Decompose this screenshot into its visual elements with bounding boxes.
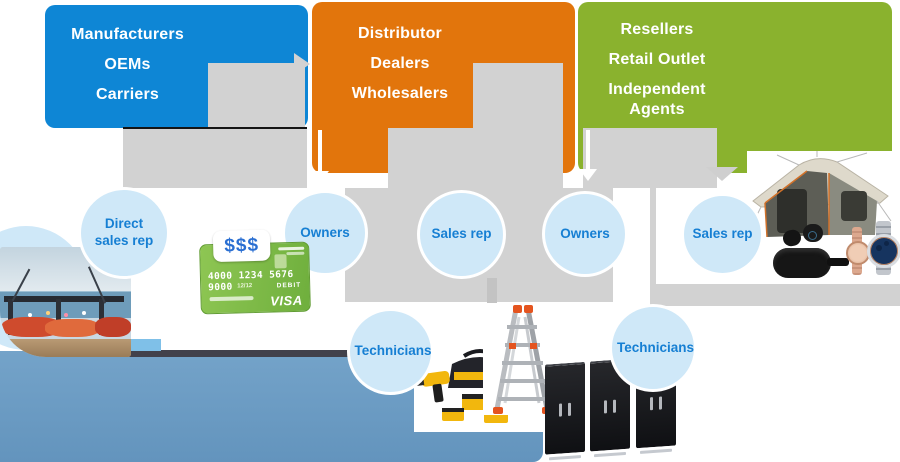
- photo-nets: [45, 319, 100, 337]
- watch-subdial: [884, 241, 889, 246]
- stage-line: Retail Outlet: [608, 51, 706, 69]
- arrowhead-down-icon: [706, 167, 738, 181]
- divider-line: [123, 127, 307, 129]
- watch-dial: [867, 234, 900, 268]
- photo-flag-dot: [64, 313, 68, 317]
- stage-line: Carriers: [96, 86, 159, 104]
- photo-flag-dot: [82, 311, 86, 315]
- stage-line: Resellers: [620, 21, 694, 38]
- visa-logo: VISA: [270, 292, 303, 309]
- stage-line: OEMs: [104, 56, 151, 74]
- white-arrow-stem: [318, 130, 322, 172]
- blue-dial-watch-image: [867, 221, 900, 275]
- rose-gold-watch-image: [845, 227, 870, 275]
- connector-tab: [487, 278, 497, 304]
- role-label: Sales rep: [431, 226, 492, 242]
- blue-cargo-shape: [129, 339, 161, 351]
- dollar-bubble: $$$: [212, 229, 271, 263]
- card-expiry: 12/12: [237, 283, 253, 290]
- card-type-label: DEBIT: [276, 281, 302, 290]
- connector-right-stem: [650, 182, 656, 286]
- role-label: Technicians: [617, 339, 695, 355]
- photo-post: [8, 299, 13, 335]
- card-bank-line: [278, 246, 305, 251]
- role-label: Owners: [560, 225, 610, 241]
- role-circle-technicians-1: Technicians: [347, 308, 434, 395]
- earbuds-cable: [827, 258, 849, 266]
- stage-line: Dealers: [370, 55, 430, 73]
- connector-green-down: [583, 128, 717, 188]
- white-arrowhead-down-icon: [311, 171, 329, 183]
- photo-nets: [95, 317, 131, 337]
- card-number: 4000 1234 5676 9000: [207, 268, 294, 294]
- dollar-text: $$$: [224, 234, 260, 257]
- earbud-left: [781, 228, 803, 248]
- earbuds-case: [773, 248, 831, 278]
- card-bank-line: [286, 251, 305, 256]
- watch-subdial: [876, 245, 882, 251]
- connector-orange-to-green: [473, 63, 563, 188]
- role-label: Sales rep: [692, 226, 753, 242]
- stage-line: Manufacturers: [71, 26, 184, 43]
- role-label: Owners: [300, 224, 350, 240]
- connector-right-band: [650, 284, 900, 306]
- connector-orange-down: [388, 128, 473, 188]
- card-holder-line: [209, 296, 254, 302]
- stage-line: Distributor: [358, 25, 442, 42]
- camping-tent-image: [747, 151, 894, 246]
- role-circle-sales-rep-2: Sales rep: [681, 193, 764, 276]
- role-circle-technicians-2: Technicians: [609, 304, 697, 392]
- white-arrowhead-down-icon: [579, 169, 597, 181]
- role-label: Direct sales rep: [94, 216, 154, 248]
- role-label: Technicians: [354, 343, 432, 359]
- white-arrow-stem: [586, 130, 590, 170]
- photo-deck: [0, 339, 131, 357]
- role-circle-direct-sales-rep: Direct sales rep: [78, 187, 170, 279]
- card-chip-icon: [274, 254, 287, 269]
- connector-blue-down: [123, 129, 307, 188]
- hull-deck-line: [55, 350, 412, 357]
- role-circle-owners-2: Owners: [542, 191, 628, 277]
- photo-post: [56, 299, 61, 335]
- stage-line: Independent Agents: [608, 81, 706, 118]
- photo-flag-dot: [46, 311, 50, 315]
- wireless-earbuds-image: [773, 222, 853, 282]
- arrowhead-right-icon: [294, 53, 310, 75]
- photo-flag-dot: [28, 313, 32, 317]
- photo-gantry-beam: [4, 296, 124, 302]
- cabinet: [545, 361, 585, 461]
- role-circle-sales-rep-1: Sales rep: [417, 190, 506, 279]
- visa-debit-card: 4000 1234 5676 9000 12/12 DEBIT VISA $$$: [199, 229, 311, 315]
- earbud-logo-ring: [808, 231, 817, 240]
- connector-blue-to-orange: [208, 63, 305, 128]
- multi-position-ladder-image: [483, 303, 561, 415]
- stage-line: Wholesalers: [351, 85, 449, 103]
